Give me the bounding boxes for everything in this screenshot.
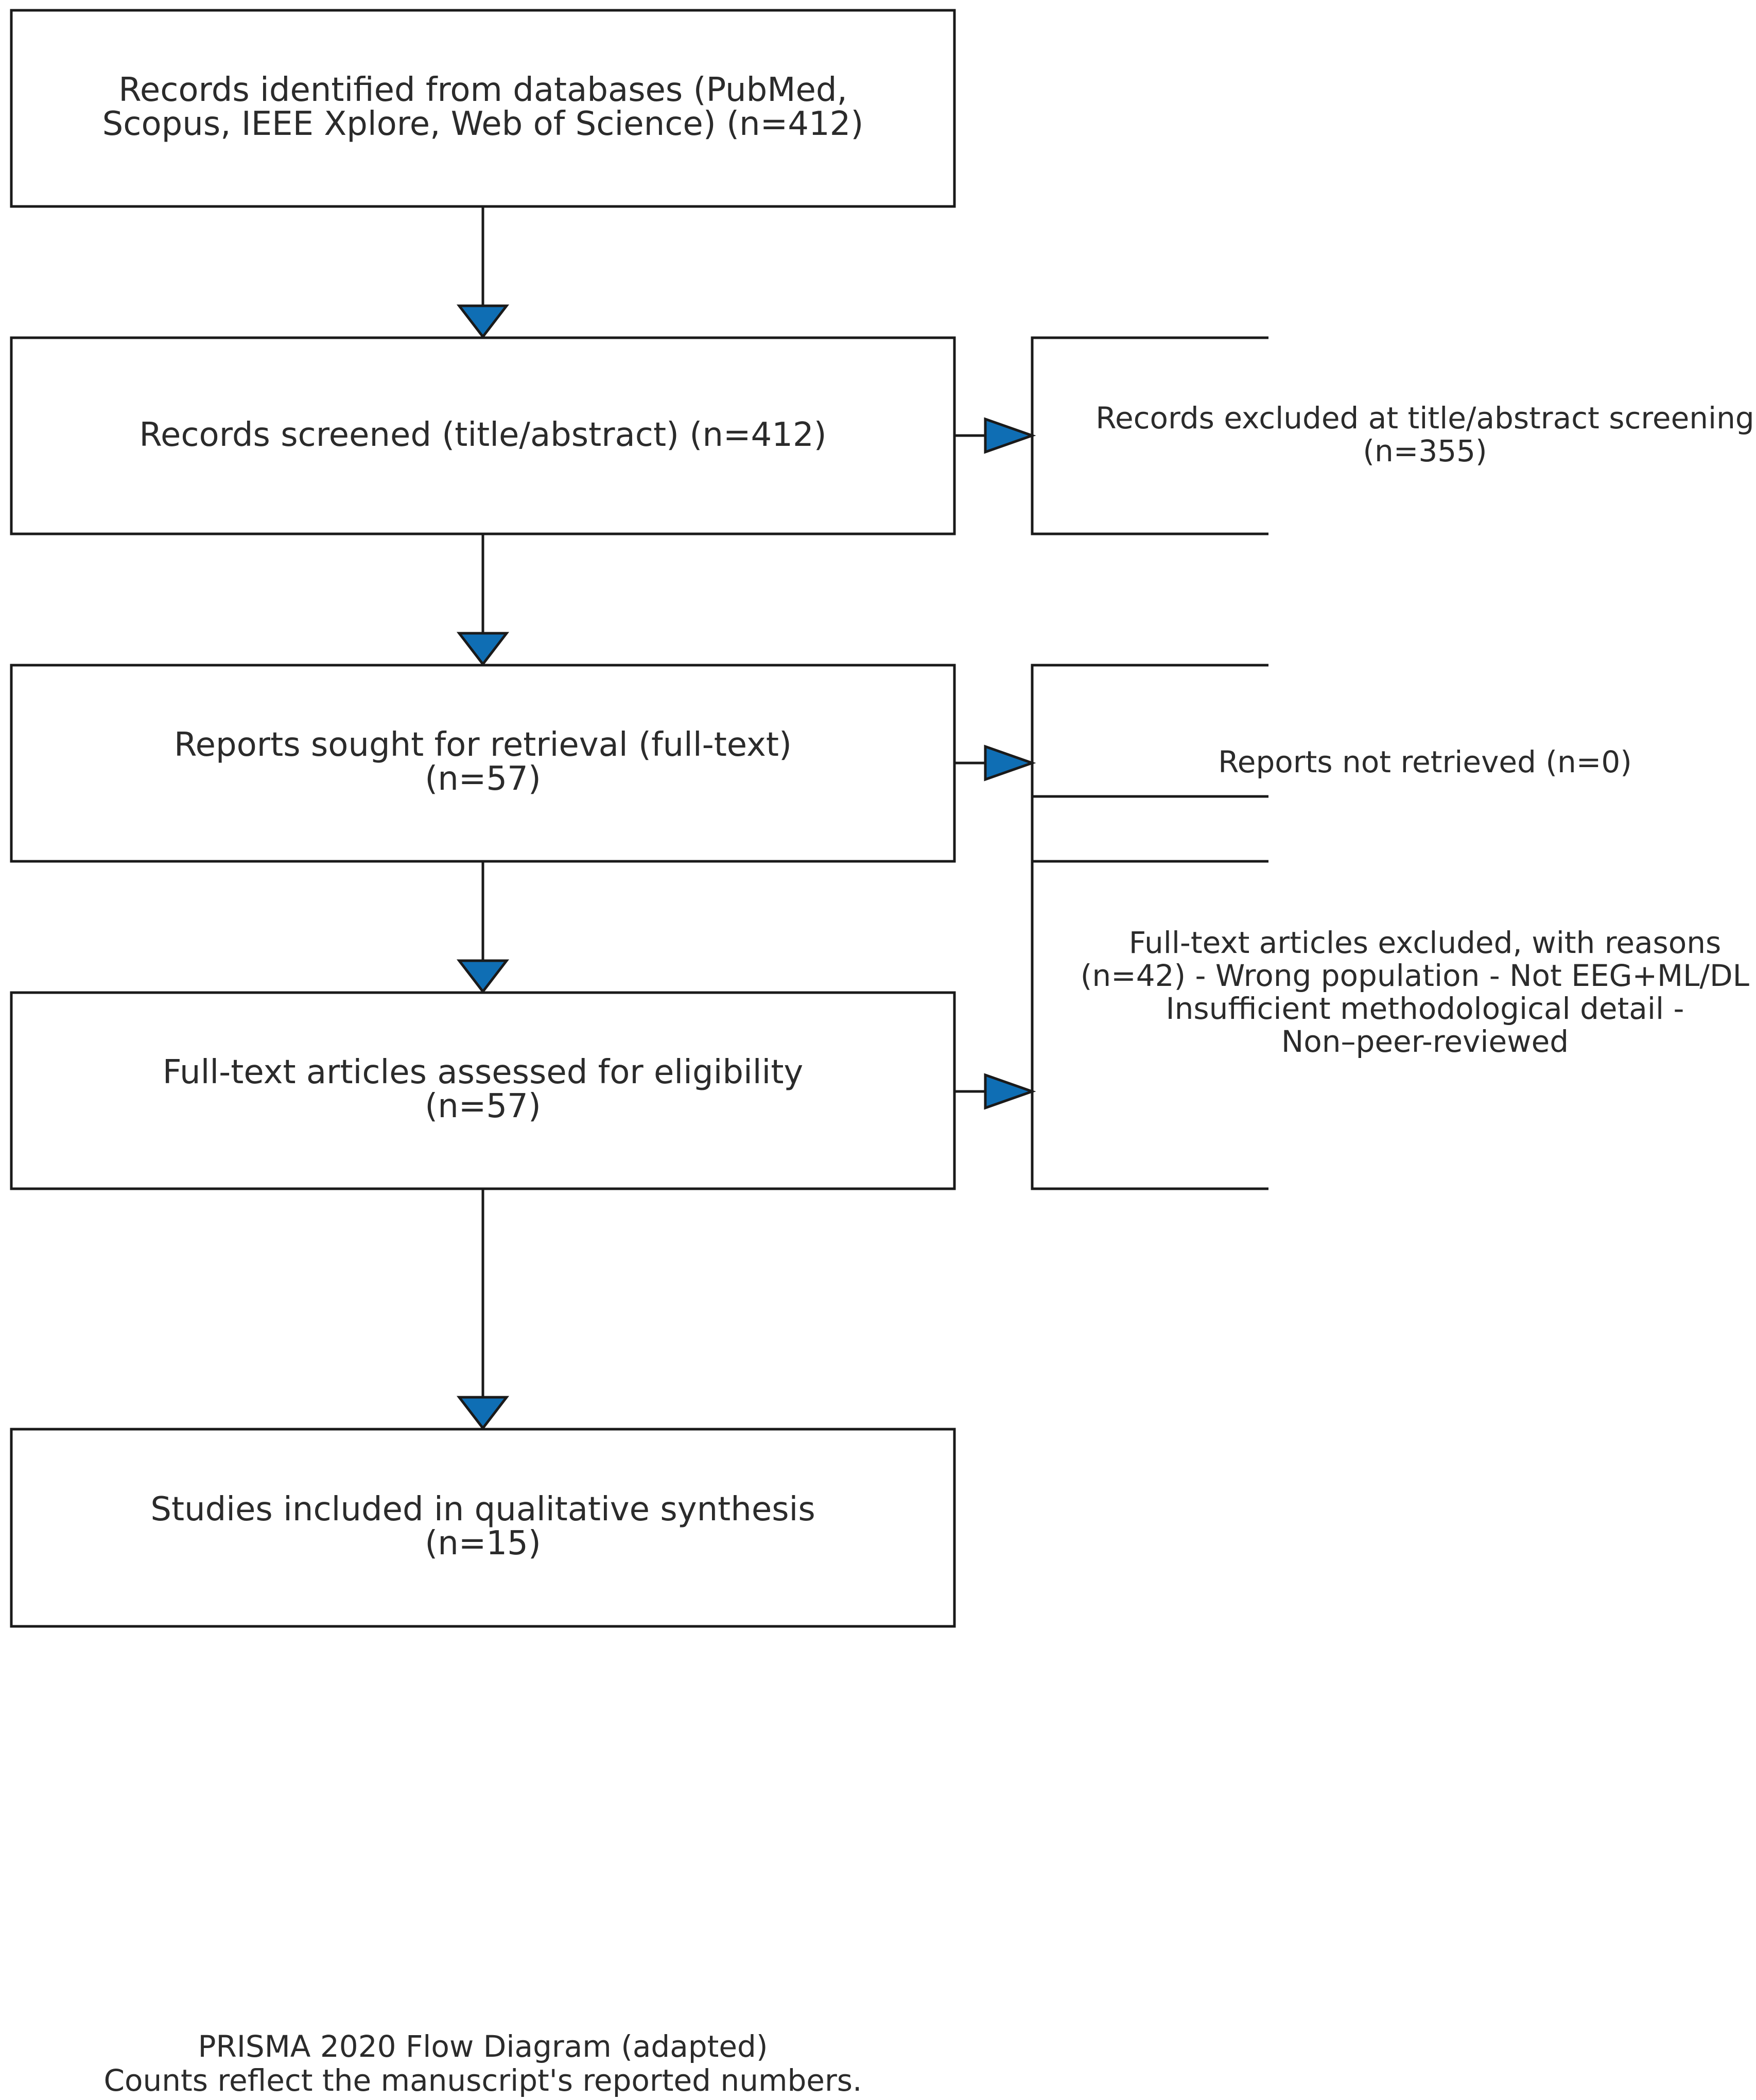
arrowhead-right-3 (984, 1073, 1036, 1110)
side-box-reports-not-retrieved-line-1: Reports not retrieved (n=0) (1218, 744, 1632, 779)
arrowhead-right-1 (984, 417, 1036, 454)
box-reports-sought: Reports sought for retrieval (full-text)… (10, 664, 956, 863)
arrow-assessed-to-included (456, 1189, 510, 1431)
box-reports-sought-line-1: Reports sought for retrieval (full-text) (174, 726, 792, 764)
box-fulltext-assessed-line-2: (n=57) (425, 1087, 541, 1125)
diagram-caption: PRISMA 2020 Flow Diagram (adapted) Count… (104, 2029, 862, 2098)
box-fulltext-assessed: Full-text articles assessed for eligibil… (10, 991, 956, 1190)
side-box-fulltext-excluded-line-4: Non–peer-reviewed (1281, 1024, 1569, 1059)
box-records-identified-line-1: Records identified from databases (PubMe… (118, 71, 847, 109)
arrow-identified-to-screened (456, 206, 510, 339)
arrowhead-down-3 (456, 959, 510, 994)
side-box-reports-not-retrieved: Reports not retrieved (n=0) (1031, 664, 1632, 798)
side-box-fulltext-excluded-line-3: Insufficient methodological detail - (1166, 991, 1684, 1026)
box-records-screened: Records screened (title/abstract) (n=412… (10, 336, 956, 535)
arrowhead-down-1 (456, 304, 510, 339)
caption-line-2: Counts reflect the manuscript's reported… (104, 2063, 862, 2098)
box-studies-included-line-2: (n=15) (425, 1524, 541, 1563)
side-box-records-excluded: Records excluded at title/abstract scree… (1031, 336, 1754, 535)
caption-line-1: PRISMA 2020 Flow Diagram (adapted) (198, 2029, 768, 2064)
side-box-records-excluded-line-1: Records excluded at title/abstract scree… (1096, 401, 1754, 436)
box-records-screened-line-1: Records screened (title/abstract) (n=412… (139, 416, 826, 454)
arrowhead-down-2 (456, 632, 510, 667)
box-studies-included: Studies included in qualitative synthesi… (10, 1428, 956, 1628)
box-records-identified: Records identified from databases (PubMe… (10, 9, 956, 208)
side-box-records-excluded-line-2: (n=355) (1363, 433, 1487, 468)
arrow-sought-to-not-retrieved (954, 744, 1036, 782)
arrow-screened-to-excluded (954, 417, 1036, 454)
arrowhead-down-4 (456, 1396, 510, 1431)
box-reports-sought-line-2: (n=57) (425, 760, 541, 798)
side-box-fulltext-excluded-line-1: Full-text articles excluded, with reason… (1129, 925, 1721, 960)
arrowhead-right-2 (984, 744, 1036, 782)
arrow-screened-to-sought (456, 534, 510, 667)
box-studies-included-line-1: Studies included in qualitative synthesi… (150, 1490, 815, 1529)
box-records-identified-line-2: Scopus, IEEE Xplore, Web of Science) (n=… (102, 105, 864, 143)
arrow-sought-to-assessed (456, 861, 510, 994)
box-fulltext-assessed-line-1: Full-text articles assessed for eligibil… (163, 1053, 804, 1091)
arrow-assessed-to-excluded (954, 1073, 1036, 1110)
side-box-fulltext-excluded: Full-text articles excluded, with reason… (1031, 796, 1756, 1190)
side-box-fulltext-excluded-line-2: (n=42) - Wrong population - Not EEG+ML/D… (1081, 958, 1756, 993)
